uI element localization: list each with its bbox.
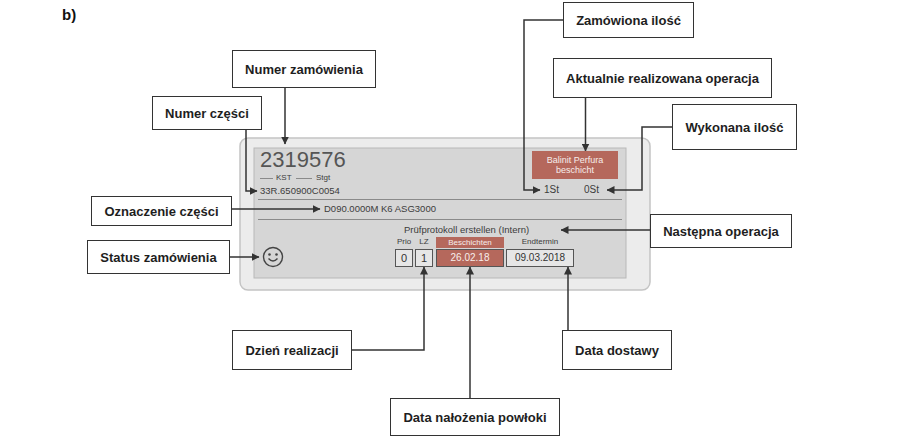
callout-text: Aktualnie realizowana operacja — [566, 71, 759, 86]
callout-box: Oznaczenie części — [91, 196, 232, 226]
field-text: 0 — [401, 252, 407, 265]
display-text: D090.0000M K6 ASG3000 — [324, 203, 436, 214]
callout-box: Następna operacja — [650, 214, 792, 248]
device-bezel — [240, 138, 650, 290]
smiley-eye — [275, 253, 278, 256]
display-text: Stgt — [316, 173, 330, 183]
leader-line — [284, 88, 286, 144]
display-text: KST — [276, 173, 292, 183]
display-divider — [260, 178, 273, 179]
display-text: Endtermin — [506, 237, 574, 247]
callout-box: Wykonana ilość — [672, 104, 797, 150]
display-field-box: 1 — [415, 249, 433, 267]
display-screen-ground — [254, 148, 626, 278]
display-field-box: 26.02.18 — [436, 249, 504, 267]
field-text: Balinit Perfura beschicht — [532, 155, 618, 176]
callout-box: Numer części — [152, 96, 262, 130]
status-smiley — [262, 246, 284, 268]
display-field-box: 0 — [395, 249, 413, 267]
display-text: Prio — [395, 237, 413, 247]
callout-box: Aktualnie realizowana operacja — [553, 58, 772, 98]
callout-text: Data dostawy — [575, 343, 659, 358]
display-text: 2319576 — [260, 148, 346, 172]
callout-text: Następna operacja — [663, 224, 779, 239]
callout-box: Zamówiona ilość — [563, 2, 694, 38]
smiley-face — [264, 248, 283, 267]
leader-line — [232, 208, 320, 210]
field-text: 09.03.2018 — [515, 252, 565, 264]
callout-text: Wykonana ilość — [685, 120, 783, 135]
field-text: 26.02.18 — [451, 252, 490, 264]
display-field-box: 09.03.2018 — [506, 249, 574, 267]
callout-text: Zamówiona ilość — [576, 13, 681, 28]
callout-text: Numer części — [165, 106, 249, 121]
callout-connector — [585, 98, 587, 151]
callout-connector — [567, 267, 569, 330]
edge-group — [352, 98, 586, 398]
display-text: Prüfprotokoll erstellen (Intern) — [404, 224, 529, 235]
smiley-mouth — [269, 259, 278, 262]
leader-line — [230, 256, 259, 258]
callout-connector — [352, 267, 424, 350]
callout-text: Data nałożenia powłoki — [403, 410, 546, 425]
display-text: 1St — [544, 184, 559, 196]
leader-line — [246, 130, 257, 191]
display-divider — [258, 219, 622, 220]
callout-text: Dzień realizacji — [245, 343, 338, 358]
smiley-eye — [268, 253, 271, 256]
eink-display-screen: 2319576KST Stgt 33R.650900C0054 1St 0StD090.… — [254, 148, 626, 278]
callout-box: Dzień realizacji — [232, 330, 352, 370]
callout-text: Oznaczenie części — [104, 204, 218, 219]
display-field-box: Beschichten — [436, 237, 504, 248]
display-divider — [296, 178, 312, 179]
field-text: Beschichten — [448, 238, 492, 247]
callout-box: Status zamówienia — [87, 240, 230, 274]
callout-box: Data dostawy — [562, 330, 672, 370]
field-text: 1 — [421, 252, 427, 265]
callout-box: Data nałożenia powłoki — [390, 398, 560, 436]
display-field-box: Balinit Perfura beschicht — [532, 151, 618, 179]
display-divider — [258, 199, 622, 200]
figure-label: b) — [62, 6, 76, 23]
leader-line — [561, 229, 650, 231]
callout-text: Status zamówienia — [100, 250, 216, 265]
display-text: 33R.650900C0054 — [260, 185, 340, 196]
display-text: LZ — [415, 237, 433, 247]
display-text: 0St — [584, 184, 599, 196]
callout-connector — [469, 267, 471, 398]
callout-box: Numer zamówienia — [232, 50, 376, 88]
callout-text: Numer zamówienia — [245, 62, 363, 77]
